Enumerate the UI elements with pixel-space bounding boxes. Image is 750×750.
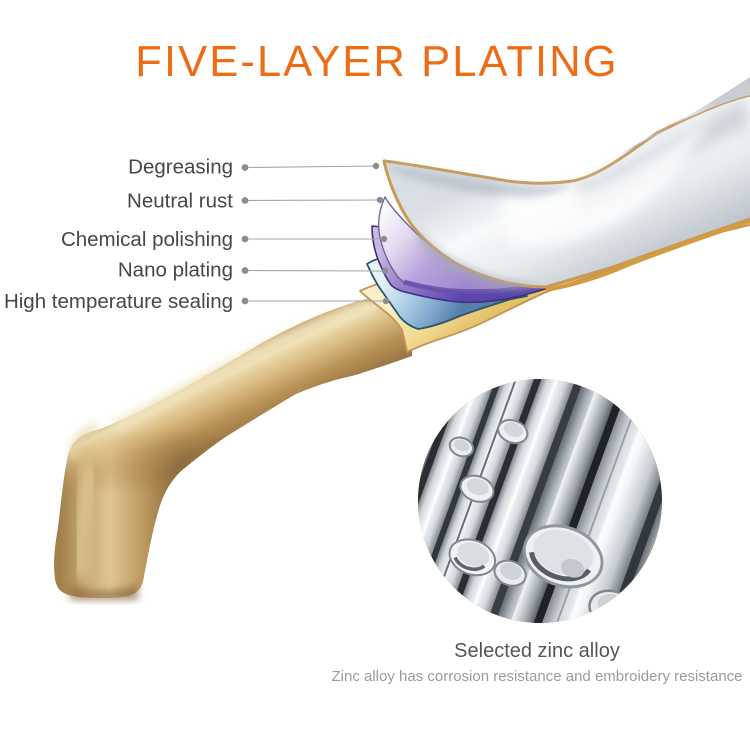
svg-text:Neutral rust: Neutral rust (127, 190, 233, 213)
svg-text:High temperature sealing: High temperature sealing (4, 290, 233, 313)
svg-text:FIVE-LAYER PLATING: FIVE-LAYER PLATING (135, 38, 618, 86)
svg-text:Degreasing: Degreasing (128, 156, 233, 179)
svg-text:Chemical polishing: Chemical polishing (61, 228, 233, 251)
svg-text:Zinc alloy has corrosion resis: Zinc alloy has corrosion resistance and … (331, 668, 742, 685)
svg-text:Nano plating: Nano plating (118, 259, 233, 282)
svg-text:Selected zinc alloy: Selected zinc alloy (454, 640, 620, 662)
